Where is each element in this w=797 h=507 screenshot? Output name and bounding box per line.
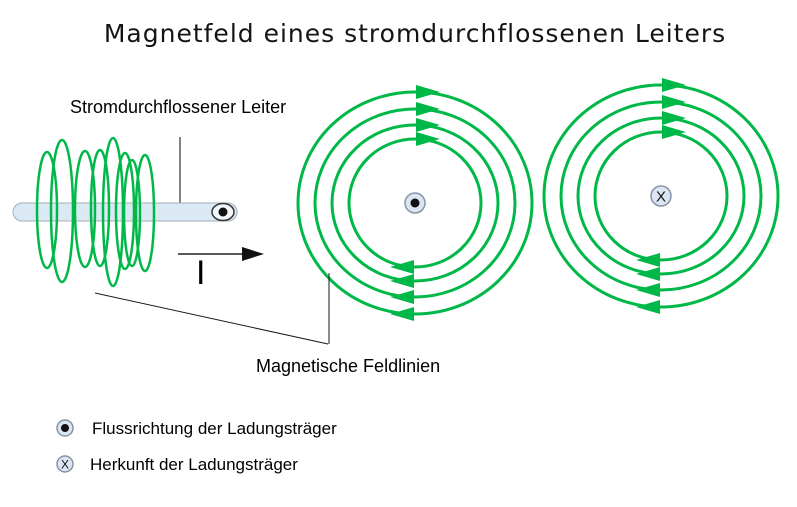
coil-ellipse — [134, 153, 156, 273]
field-arrowhead — [416, 85, 440, 99]
field-arrowhead — [390, 260, 414, 274]
field-arrowhead — [662, 111, 686, 125]
field-arrowhead — [416, 118, 440, 132]
field-arrowhead — [662, 95, 686, 109]
into-page-x-glyph: X — [656, 189, 666, 206]
field-arrowhead — [390, 274, 414, 288]
coil-ellipse — [122, 158, 142, 268]
x-in-circle-icon — [56, 455, 74, 473]
coil-ellipse — [114, 151, 136, 271]
field-line-circle — [593, 130, 729, 262]
field-line-circle — [576, 116, 746, 276]
out-of-page-dot — [410, 198, 420, 208]
current-arrow-head — [242, 247, 264, 261]
conductor-label: Stromdurchflossener Leiter — [70, 97, 286, 117]
field-arrowhead — [636, 283, 660, 297]
x-in-circle-glyph: X — [61, 458, 69, 472]
field-circles-out-of-page — [296, 85, 534, 321]
field-arrowhead — [390, 307, 414, 321]
legend-item: Flussrichtung der Ladungsträger — [56, 419, 337, 438]
legend-item: X Herkunft der Ladungsträger — [56, 455, 298, 474]
coil-ellipse — [73, 149, 97, 269]
field-arrowhead — [636, 267, 660, 281]
field-line-circle — [296, 90, 534, 316]
field-arrowhead — [390, 290, 414, 304]
coil-ellipse — [89, 148, 111, 268]
coil-ellipse — [49, 138, 75, 284]
field-arrowhead — [416, 132, 440, 146]
page-title: Magnetfeld eines stromdurchflossenen Lei… — [104, 19, 726, 48]
coil-field-lines — [35, 136, 156, 288]
into-page-symbol — [650, 185, 672, 207]
field-arrowhead — [636, 253, 660, 267]
field-line-circle — [542, 83, 780, 309]
legend: Flussrichtung der Ladungsträger X Herkun… — [56, 419, 337, 474]
field-arrowhead — [662, 78, 686, 92]
field-line-circle — [313, 107, 517, 299]
field-arrowhead — [662, 125, 686, 139]
field-line-circle — [347, 137, 483, 269]
field-line-circle — [330, 123, 500, 283]
field-lines-label: Magnetische Feldlinien — [256, 356, 440, 376]
field-lines-pointer-line-left — [94, 292, 329, 345]
current-label: I — [196, 254, 205, 292]
field-circles-into-page: X — [542, 78, 780, 314]
legend-item-label: Flussrichtung der Ladungsträger — [92, 419, 337, 438]
field-line-circle — [559, 100, 763, 292]
dot-in-circle-dot — [61, 424, 69, 432]
current-arrow — [178, 247, 264, 261]
coil-ellipse — [35, 150, 59, 270]
legend-item-label: Herkunft der Ladungsträger — [90, 455, 298, 474]
conductor-end-dot — [218, 207, 228, 217]
field-arrowhead — [636, 300, 660, 314]
field-arrowhead — [416, 102, 440, 116]
